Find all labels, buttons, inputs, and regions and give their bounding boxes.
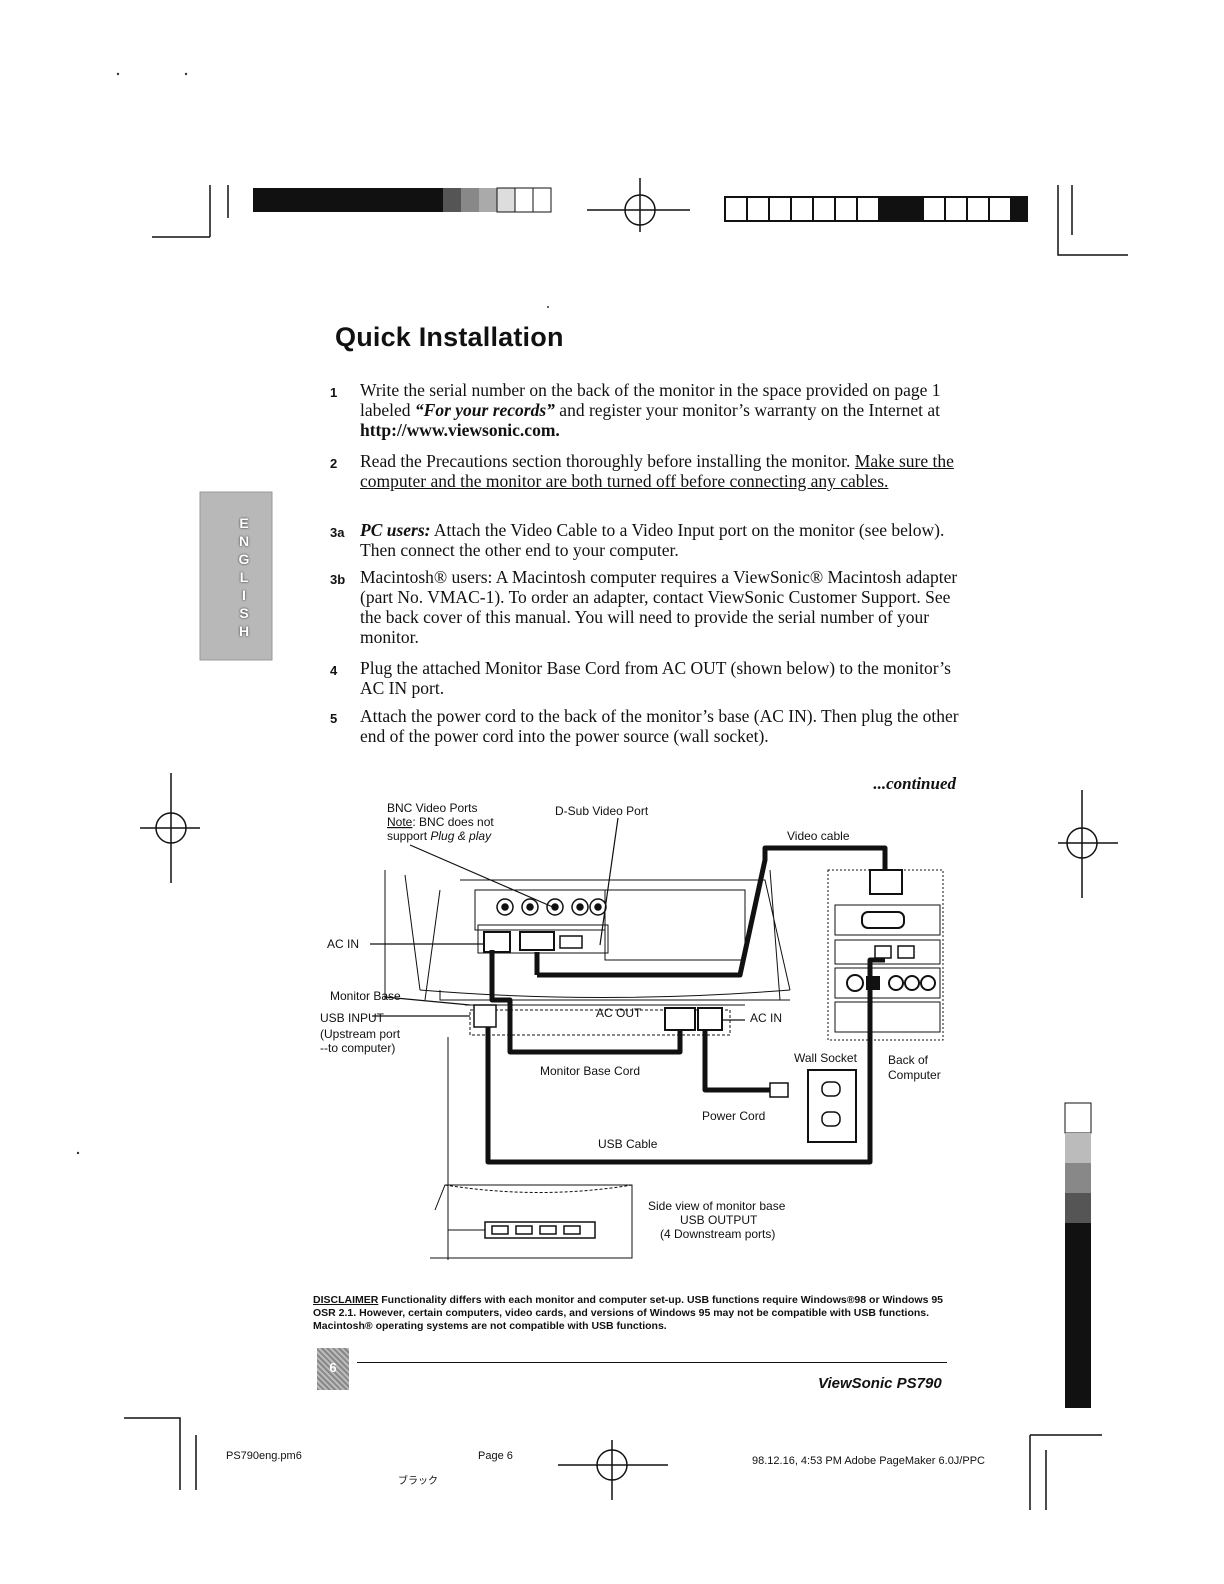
label-ac-in-left: AC IN <box>327 937 359 951</box>
continued-note: ...continued <box>873 774 956 793</box>
step-3b: 3b Macintosh® users: A Macintosh compute… <box>330 567 970 647</box>
step-text: PC users: Attach the Video Cable to a Vi… <box>360 520 970 560</box>
step-3a: 3a PC users: Attach the Video Cable to a… <box>330 520 970 560</box>
step-number: 4 <box>330 663 338 678</box>
disclaimer-label: DISCLAIMER <box>313 1294 379 1306</box>
print-timestamp: 98.12.16, 4:53 PM Adobe PageMaker 6.0J/P… <box>752 1455 985 1467</box>
label-bnc-support-text: support <box>387 829 430 843</box>
step-text-segment: Plug the attached Monitor Base Cord from… <box>360 658 951 698</box>
label-usb-cable: USB Cable <box>598 1137 658 1151</box>
label-wall-socket: Wall Socket <box>794 1051 858 1065</box>
color-label: ブラック <box>398 1476 438 1487</box>
step-text-segment: Macintosh® users: A Macintosh computer r… <box>360 567 958 647</box>
label-upstream-1: (Upstream port <box>320 1027 401 1041</box>
label-video-cable: Video cable <box>787 829 850 843</box>
label-bnc-note-label: Note <box>387 815 413 829</box>
label-monitor-base-cord: Monitor Base Cord <box>540 1064 640 1078</box>
tab-letter: L <box>239 569 249 585</box>
label-usb-output: USB OUTPUT <box>680 1213 758 1227</box>
label-downstream: (4 Downstream ports) <box>660 1227 775 1241</box>
footer-rule <box>357 1362 947 1363</box>
tab-letter: S <box>239 605 249 621</box>
step-text-segment: and register your monitor’s warranty on … <box>554 400 940 420</box>
label-bnc-support: support Plug & play <box>387 829 492 843</box>
step-text-segment: Write the serial number on the back of t… <box>360 380 941 420</box>
step-number: 3a <box>330 525 345 540</box>
label-bnc-ports: BNC Video Ports <box>387 801 478 815</box>
label-bnc-note-text: : BNC does not <box>412 815 494 829</box>
step-text: Write the serial number on the back of t… <box>360 380 970 440</box>
label-dsub: D-Sub Video Port <box>555 804 649 818</box>
step-text: Read the Precautions section thoroughly … <box>360 451 970 491</box>
label-upstream-2: --to computer) <box>320 1041 395 1055</box>
tab-letter: G <box>238 551 250 567</box>
step-text: Plug the attached Monitor Base Cord from… <box>360 658 970 698</box>
label-ac-in-right: AC IN <box>750 1011 782 1025</box>
step-text-segment: Attach the Video Cable to a Video Input … <box>360 520 945 560</box>
tab-letter: H <box>238 623 250 639</box>
step-text-segment: Read the Precautions section thoroughly … <box>360 451 855 471</box>
page-number: 6 <box>329 1360 337 1375</box>
label-bnc-note: Note: BNC does not <box>387 815 494 829</box>
label-bnc-plugplay: Plug & play <box>430 829 492 843</box>
step-2: 2 Read the Precautions section thoroughl… <box>330 451 970 491</box>
tab-letter: N <box>238 533 250 549</box>
step-text-segment: Make sure the computer and the monitor a… <box>360 451 954 491</box>
tab-letter: E <box>239 515 249 531</box>
step-text: Attach the power cord to the back of the… <box>360 706 970 746</box>
step-text-segment: “For your records” <box>414 400 555 420</box>
label-usb-input: USB INPUT <box>320 1011 385 1025</box>
disclaimer: DISCLAIMER Functionality differs with ea… <box>313 1294 953 1333</box>
page-title: Quick Installation <box>335 322 564 352</box>
label-side-view: Side view of monitor base <box>648 1199 786 1213</box>
step-5: 5 Attach the power cord to the back of t… <box>330 706 970 746</box>
step-text-segment: PC users: <box>360 520 431 540</box>
page-number-badge: 6 <box>317 1348 349 1390</box>
label-power-cord: Power Cord <box>702 1109 765 1123</box>
label-computer: Computer <box>888 1068 941 1082</box>
step-text-segment: Attach the power cord to the back of the… <box>360 706 959 746</box>
step-number: 1 <box>330 385 338 400</box>
brand-model: ViewSonic PS790 <box>818 1375 942 1392</box>
tab-letter: I <box>242 587 246 603</box>
label-back-of: Back of <box>888 1053 929 1067</box>
step-4: 4 Plug the attached Monitor Base Cord fr… <box>330 658 970 698</box>
file-name: PS790eng.pm6 <box>226 1450 302 1462</box>
page-label: Page 6 <box>478 1450 513 1462</box>
step-text: Macintosh® users: A Macintosh computer r… <box>360 567 970 647</box>
step-text-segment: http://www.viewsonic.com. <box>360 420 560 440</box>
disclaimer-text: Functionality differs with each monitor … <box>313 1294 944 1332</box>
step-number: 5 <box>330 711 338 726</box>
label-monitor-base: Monitor Base <box>330 989 401 1003</box>
step-1: 1 Write the serial number on the back of… <box>330 380 970 440</box>
label-ac-out: AC OUT <box>596 1006 642 1020</box>
step-number: 2 <box>330 456 338 471</box>
step-number: 3b <box>330 572 346 587</box>
